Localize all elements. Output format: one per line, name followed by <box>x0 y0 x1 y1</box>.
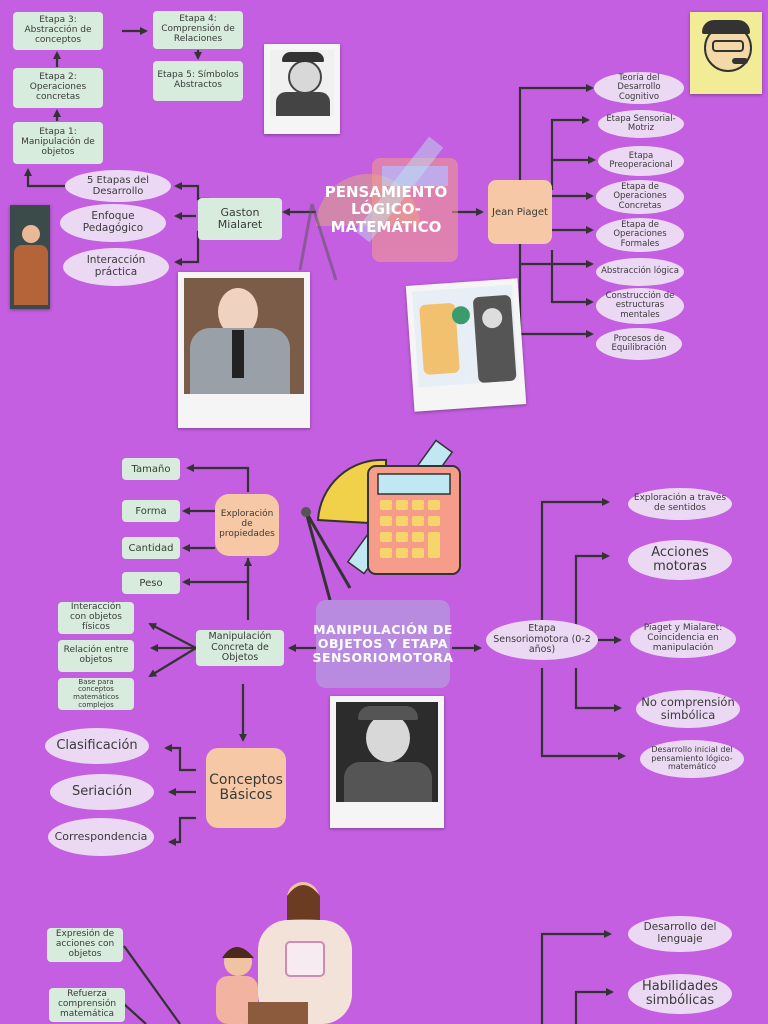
concept-seriacion: Seriación <box>50 774 154 810</box>
sensor-item-2: Acciones motoras <box>628 540 732 580</box>
piaget-node: Jean Piaget <box>488 180 552 244</box>
piaget-item-1: Teoría del Desarrollo Cognitivo <box>594 72 684 104</box>
simbolicas-node: Habilidades simbólicas <box>628 974 732 1014</box>
piaget-item-3: Etapa Preoperacional <box>598 146 684 176</box>
expresion-node: Expresión de acciones con objetos <box>47 928 123 962</box>
calculator-icon-2 <box>367 465 461 575</box>
prop-cantidad: Cantidad <box>122 537 180 559</box>
piaget-item-5: Etapa de Operaciones Formales <box>596 218 684 252</box>
child-photo <box>10 205 50 309</box>
calculator-icon <box>372 158 458 262</box>
piaget-item-2: Etapa Sensorial-Motriz <box>598 110 684 138</box>
etapa-2-node: Etapa 2: Operaciones concretas <box>13 68 103 108</box>
ruler-icon <box>355 136 444 243</box>
concept-correspondencia: Correspondencia <box>48 818 154 856</box>
manip-item-3: Base para conceptos matemáticos complejo… <box>58 678 134 710</box>
piaget-item-6: Abstracción lógica <box>596 258 684 286</box>
piaget-item-7: Construcción de estructuras mentales <box>596 288 684 324</box>
prop-forma: Forma <box>122 500 180 522</box>
sensor-item-5: Desarrollo inicial del pensamiento lógic… <box>640 740 744 778</box>
mialaret-node: Gaston Mialaret <box>198 198 282 240</box>
manip-item-1: Interacción con objetos físicos <box>58 602 134 634</box>
mialaret-item-enfoque: Enfoque Pedagógico <box>60 204 166 242</box>
lenguaje-node: Desarrollo del lenguaje <box>628 916 732 952</box>
sensor-item-1: Exploración a través de sentidos <box>628 488 732 520</box>
cartoon-avatar <box>690 12 762 94</box>
piaget-item-8: Procesos de Equilibración <box>596 328 682 360</box>
prop-tamano: Tamaño <box>122 458 180 480</box>
etapa-1-node: Etapa 1: Manipulación de objetos <box>13 122 103 164</box>
refuerza-node: Refuerza comprensión matemática <box>49 988 125 1022</box>
piaget-item-4: Etapa de Operaciones Concretas <box>596 180 684 214</box>
sensor-item-3: Piaget y Mialaret: Coincidencia en manip… <box>630 620 736 658</box>
mialaret-portrait-large <box>178 272 310 428</box>
sensoriomotora-node: Etapa Sensoriomotora (0-2 años) <box>486 620 598 660</box>
prop-peso: Peso <box>122 572 180 594</box>
etapa-5-node: Etapa 5: Símbolos Abstractos <box>153 61 243 101</box>
mialaret-item-interaccion: Interacción práctica <box>63 248 169 286</box>
mialaret-item-etapas: 5 Etapas del Desarrollo <box>65 170 171 202</box>
etapa-4-node: Etapa 4: Comprensión de Relaciones <box>153 11 243 49</box>
compass-icon <box>298 203 338 281</box>
teacher-student-illustration <box>216 882 352 1024</box>
piaget-collage-photo <box>405 278 527 412</box>
compass-icon-2 <box>301 507 352 601</box>
sensor-item-4: No comprensión simbólica <box>636 690 740 728</box>
central-title-2: MANIPULACIÓN DE OBJETOS Y ETAPA SENSORIO… <box>312 600 453 688</box>
concept-clasificacion: Clasificación <box>45 728 149 764</box>
manip-item-2: Relación entre objetos <box>58 640 134 672</box>
mialaret-portrait-bw <box>330 696 444 828</box>
manipulacion-node: Manipulación Concreta de Objetos <box>196 630 284 666</box>
exploracion-node: Exploración de propiedades <box>215 494 279 556</box>
central-title-1: PENSAMIENTO LÓGICO-MATEMÁTICO <box>324 183 448 236</box>
etapa-3-node: Etapa 3: Abstracción de conceptos <box>13 12 103 50</box>
conceptos-node: Conceptos Básicos <box>206 748 286 828</box>
mialaret-portrait-small <box>264 44 340 134</box>
